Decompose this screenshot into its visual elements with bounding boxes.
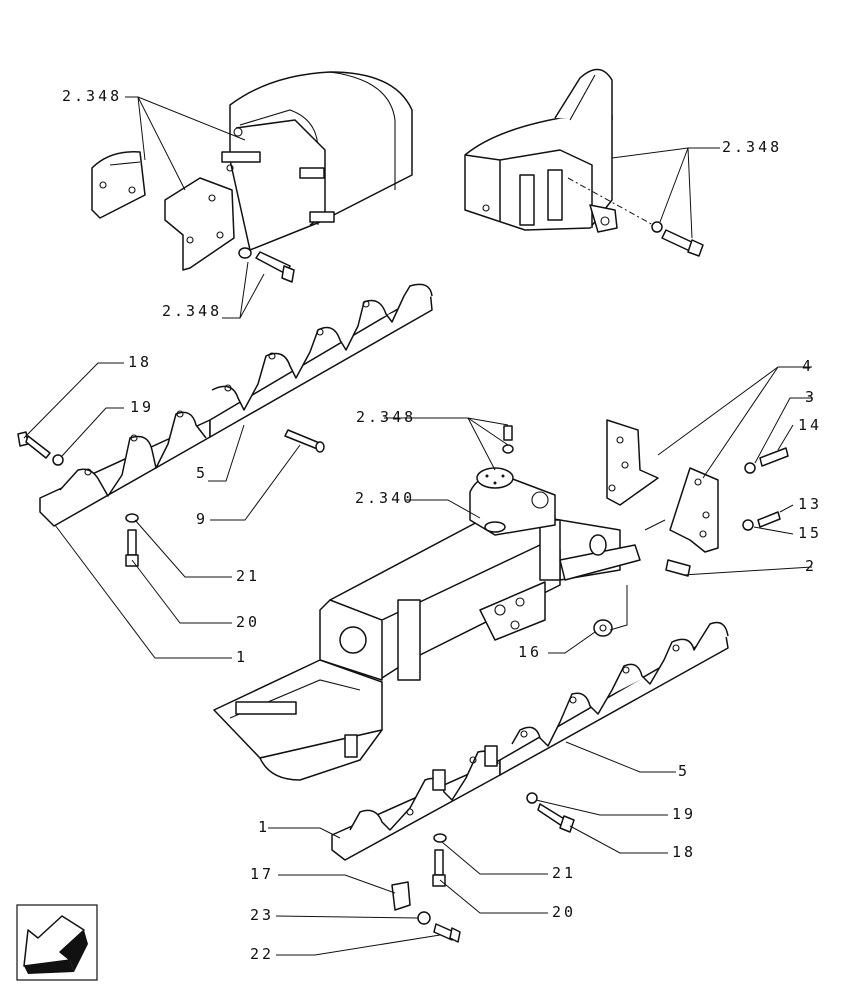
clip-and-bolt-17-22-23 xyxy=(391,881,461,943)
ref-label-2340: 2.340 xyxy=(355,489,415,507)
ref-label-2348-mid-left: 2.348 xyxy=(162,302,222,320)
callout-20-lower: 20 xyxy=(552,903,576,921)
callout-14: 14 xyxy=(798,416,822,434)
callout-1-upper: 1 xyxy=(236,648,248,666)
bolt-18-lower xyxy=(526,792,575,833)
callout-1-lower: 1 xyxy=(258,818,270,836)
callout-18-lower: 18 xyxy=(672,843,696,861)
callout-21-upper: 21 xyxy=(236,567,260,585)
upper-right-cover-assembly xyxy=(464,68,704,257)
bolt-20-lower xyxy=(432,833,447,887)
callout-5-lower: 5 xyxy=(678,762,690,780)
callout-17: 17 xyxy=(250,865,274,883)
callout-19-upper: 19 xyxy=(130,398,154,416)
upper-chain-rail xyxy=(39,283,433,527)
ref-label-2348-top-left: 2.348 xyxy=(62,87,122,105)
callout-19-lower: 19 xyxy=(672,805,696,823)
callout-20-upper: 20 xyxy=(236,613,260,631)
bolt-18-upper xyxy=(17,431,64,466)
nut-16 xyxy=(593,619,613,637)
callout-4: 4 xyxy=(802,357,814,375)
callout-16: 16 xyxy=(518,643,542,661)
callout-22: 22 xyxy=(250,945,274,963)
right-plates xyxy=(606,419,789,577)
callout-5-upper: 5 xyxy=(196,464,208,482)
callout-21-lower: 21 xyxy=(552,864,576,882)
upper-left-cover-assembly xyxy=(91,71,413,283)
central-frame xyxy=(213,425,641,781)
back-arrow-icon[interactable] xyxy=(16,904,98,981)
callout-labels: 2.348 2.348 2.348 2.348 2.340 18 19 5 9 … xyxy=(62,87,822,963)
leader-lines xyxy=(23,96,813,956)
callout-23: 23 xyxy=(250,906,274,924)
callout-15: 15 xyxy=(798,524,822,542)
lower-chain-rail xyxy=(331,621,729,861)
callout-3: 3 xyxy=(805,388,817,406)
callout-9: 9 xyxy=(196,510,208,528)
ref-label-2348-center: 2.348 xyxy=(356,408,416,426)
ref-label-2348-top-right: 2.348 xyxy=(722,138,782,156)
callout-13: 13 xyxy=(798,495,822,513)
callout-2: 2 xyxy=(805,557,817,575)
callout-18-upper: 18 xyxy=(128,353,152,371)
